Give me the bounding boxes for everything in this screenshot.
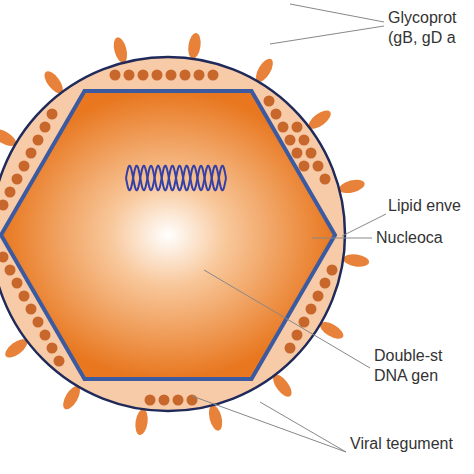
lipid-envelope bbox=[0, 57, 345, 411]
part-label: Glycoprot (gB, gD a bbox=[388, 8, 474, 48]
nucleocapsid-hexagon bbox=[1, 91, 335, 379]
tegument-dot bbox=[299, 135, 310, 146]
tegument-dot bbox=[313, 291, 324, 302]
glycoprotein-spike bbox=[111, 36, 129, 64]
dna-helix bbox=[126, 166, 226, 191]
leader-lines bbox=[192, 4, 386, 452]
leader-line bbox=[270, 26, 384, 44]
tegument-dot bbox=[5, 265, 16, 276]
tegument-dot bbox=[54, 356, 65, 367]
tegument-dot bbox=[47, 109, 58, 120]
tegument-dot bbox=[12, 174, 23, 185]
tegument-dot bbox=[159, 395, 170, 406]
tegument-dot bbox=[40, 330, 51, 341]
tegument-dot bbox=[26, 304, 37, 315]
tegument-dot bbox=[152, 70, 163, 81]
tegument-dot bbox=[278, 122, 289, 133]
tegument-dot bbox=[0, 252, 9, 263]
part-label: Double-st DNA gen bbox=[374, 346, 460, 386]
glycoprotein-spike bbox=[187, 32, 203, 59]
tegument-dot bbox=[12, 278, 23, 289]
leader-line bbox=[260, 402, 346, 452]
tegument-dot bbox=[299, 161, 310, 172]
leader-line bbox=[192, 396, 346, 452]
tegument-dot bbox=[320, 174, 331, 185]
tegument-dot bbox=[313, 161, 324, 172]
dna-strand bbox=[126, 166, 226, 191]
tegument-dot bbox=[40, 122, 51, 133]
tegument-dot bbox=[320, 278, 331, 289]
tegument-dot bbox=[26, 148, 37, 159]
tegument-dot bbox=[33, 135, 44, 146]
part-label: Viral tegument bbox=[350, 434, 474, 454]
part-label: Lipid enve bbox=[388, 196, 474, 216]
tegument-dot bbox=[299, 317, 310, 328]
tegument-dot bbox=[208, 70, 219, 81]
tegument-dot bbox=[292, 122, 303, 133]
tegument-dot bbox=[173, 395, 184, 406]
glycoprotein-spike bbox=[134, 408, 150, 435]
tegument-dot bbox=[180, 70, 191, 81]
glycoprotein-spike bbox=[338, 177, 366, 195]
tegument-dot bbox=[138, 70, 149, 81]
tegument-dot bbox=[19, 291, 30, 302]
tegument-dot bbox=[110, 70, 121, 81]
tegument-dot bbox=[5, 187, 16, 198]
glycoprotein-spike bbox=[342, 253, 369, 269]
tegument-dot bbox=[285, 343, 296, 354]
tegument-dot bbox=[264, 96, 275, 107]
glycoprotein-spike bbox=[207, 404, 225, 432]
tegument-dot bbox=[19, 161, 30, 172]
tegument-dot bbox=[306, 304, 317, 315]
tegument-dot bbox=[271, 109, 282, 120]
tegument-dot bbox=[327, 265, 338, 276]
glycoprotein-spikes bbox=[0, 32, 370, 436]
leader-line bbox=[204, 270, 370, 368]
tegument-dot bbox=[33, 317, 44, 328]
part-label: Nucleoca bbox=[376, 228, 474, 248]
tegument-dot bbox=[145, 395, 156, 406]
tegument-dot bbox=[194, 70, 205, 81]
tegument-dot bbox=[0, 200, 9, 211]
tegument-dot bbox=[292, 148, 303, 159]
dna-strand bbox=[126, 166, 226, 191]
tegument-dot bbox=[292, 330, 303, 341]
tegument-dot bbox=[166, 70, 177, 81]
tegument-dot bbox=[124, 70, 135, 81]
tegument-dot bbox=[285, 135, 296, 146]
leader-line bbox=[290, 4, 384, 22]
tegument-dots bbox=[0, 70, 338, 406]
leader-line bbox=[312, 238, 372, 239]
tegument-dot bbox=[47, 343, 58, 354]
tegument-dot bbox=[306, 148, 317, 159]
